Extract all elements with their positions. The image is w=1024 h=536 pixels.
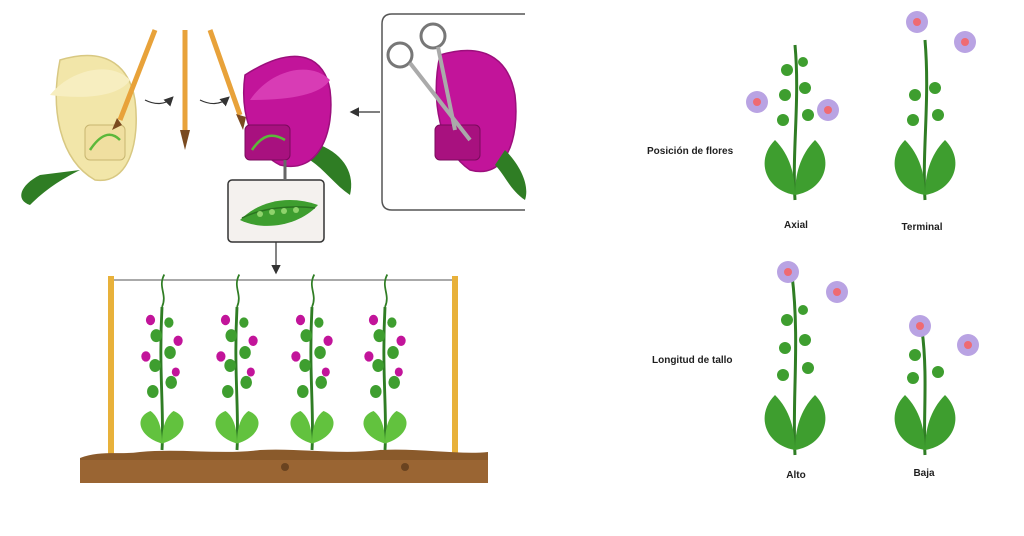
short-plant bbox=[894, 315, 979, 456]
variant-label-axial: Axial bbox=[784, 220, 808, 231]
pea-plant bbox=[138, 272, 186, 452]
cream-flower bbox=[21, 54, 137, 205]
garden-bed bbox=[80, 276, 488, 483]
variant-label-short: Baja bbox=[913, 468, 935, 479]
paintbrush-icon bbox=[207, 29, 246, 130]
row-label-flower-position: Posición de flores bbox=[647, 146, 734, 157]
emasculation-panel bbox=[381, 13, 527, 211]
arrow bbox=[144, 96, 174, 107]
tall-plant bbox=[764, 261, 848, 456]
pea-plant bbox=[213, 272, 261, 452]
terminal-plant bbox=[894, 11, 976, 201]
axial-plant bbox=[746, 44, 839, 201]
paintbrush-icon bbox=[112, 29, 158, 130]
scissors-icon bbox=[386, 22, 472, 142]
paintbrush-icon bbox=[180, 30, 190, 150]
variant-label-tall: Alto bbox=[786, 470, 806, 481]
pea-pod-panel bbox=[227, 179, 325, 243]
pea-plant bbox=[288, 272, 336, 452]
magenta-flower bbox=[243, 55, 352, 195]
row-label-stem-length: Longitud de tallo bbox=[652, 355, 733, 366]
arrow bbox=[199, 96, 230, 107]
variant-label-terminal: Terminal bbox=[901, 222, 943, 233]
pea-plant bbox=[361, 272, 409, 452]
